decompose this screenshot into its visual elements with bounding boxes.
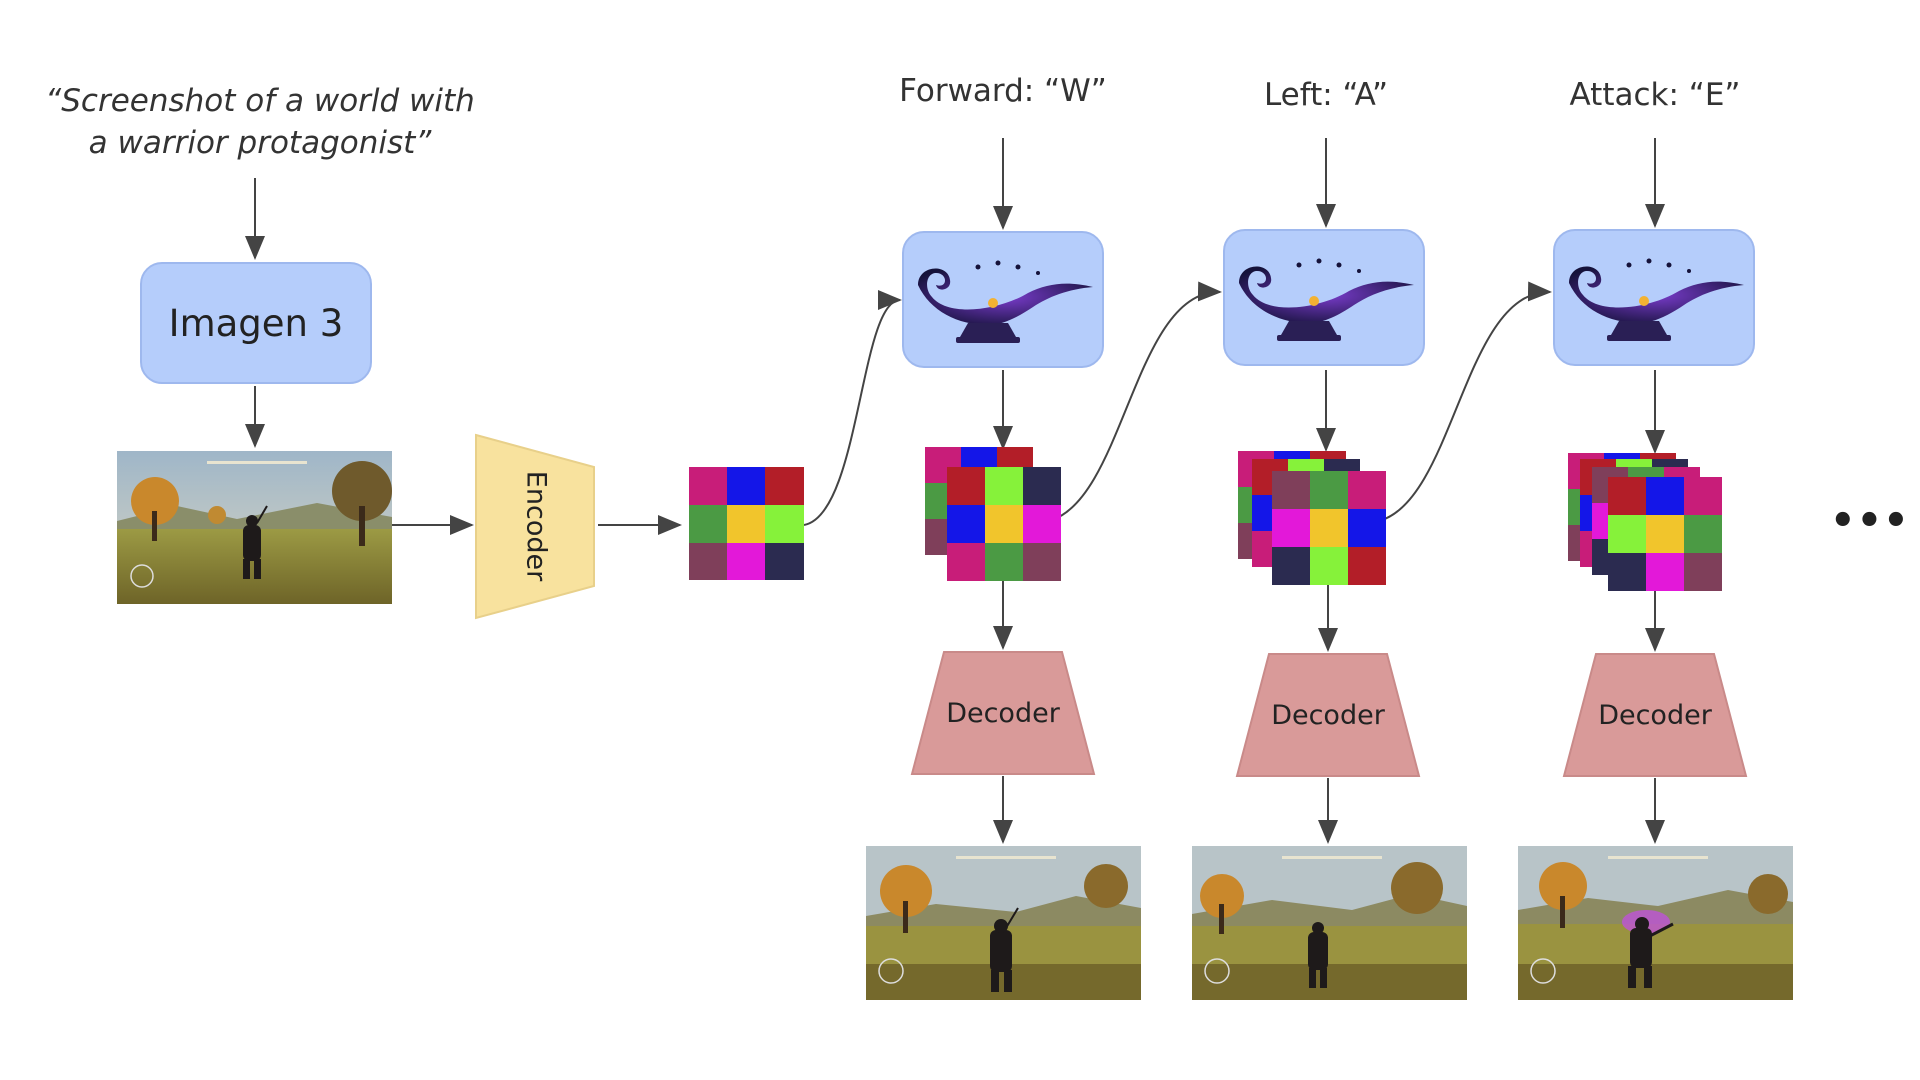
initial-game-screenshot — [117, 451, 392, 604]
genie-lamp-icon — [1569, 258, 1744, 341]
output-frame-2 — [1192, 846, 1467, 1000]
latent-stack-2 — [1238, 451, 1386, 585]
output-frame-3 — [1518, 846, 1793, 1000]
prompt-line-2: a warrior protagonist” — [88, 125, 432, 161]
decoder-label-2: Decoder — [1271, 700, 1386, 731]
decoder-label-3: Decoder — [1598, 700, 1713, 731]
action-label-forward: Forward: “W” — [899, 73, 1107, 109]
world-model-box-1 — [902, 231, 1104, 368]
latent-stack-1 — [925, 447, 1061, 581]
arrow-latent-to-model-1 — [803, 290, 902, 526]
arrow-state-2-to-model-3 — [1381, 281, 1552, 521]
decoder-block-1: Decoder — [910, 651, 1096, 775]
decoder-label-1: Decoder — [946, 698, 1061, 729]
imagen-3-box: Imagen 3 — [140, 262, 372, 384]
genie-lamp-icon — [1239, 258, 1414, 341]
decoder-block-3: Decoder — [1562, 653, 1748, 777]
world-model-box-3 — [1553, 229, 1755, 366]
latent-grid-initial — [689, 467, 804, 580]
encoder-block: Encoder — [475, 433, 595, 620]
imagen-3-label: Imagen 3 — [168, 301, 344, 345]
encoder-label: Encoder — [521, 471, 552, 582]
latent-stack-3 — [1568, 453, 1722, 591]
prompt-line-1: “Screenshot of a world with — [45, 83, 475, 119]
decoder-block-2: Decoder — [1235, 653, 1421, 777]
action-label-left: Left: “A” — [1263, 77, 1389, 113]
text-prompt: “Screenshot of a world with a warrior pr… — [30, 80, 490, 164]
arrow-state-1-to-model-2 — [1051, 281, 1222, 521]
continuation-ellipsis: ••• — [1830, 498, 1910, 544]
world-model-box-2 — [1223, 229, 1425, 366]
genie-lamp-icon — [918, 260, 1093, 343]
action-label-attack: Attack: “E” — [1569, 77, 1741, 113]
output-frame-1 — [866, 846, 1141, 1000]
